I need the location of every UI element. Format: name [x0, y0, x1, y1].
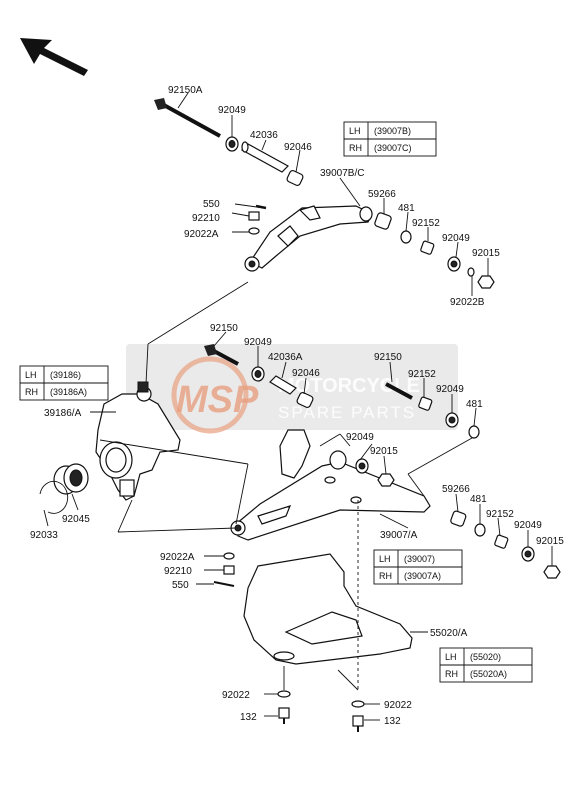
label-55020A: 55020/A: [430, 628, 468, 639]
label-92046: 92046: [284, 142, 312, 153]
label-92049: 92049: [442, 233, 470, 244]
label-59266: 59266: [442, 484, 470, 495]
label-92022A: 92022A: [160, 552, 195, 563]
table-upper-arm: LH (39007B) RH (39007C): [343, 121, 437, 157]
lower-arm-assembly: [204, 344, 561, 587]
table-part: (55020A): [470, 669, 507, 679]
watermark-line2: SPARE PARTS: [278, 403, 416, 422]
label-42036: 42036: [250, 130, 278, 141]
watermark-logo: MSP: [176, 379, 259, 421]
table-side: LH: [445, 652, 457, 662]
label-92015: 92015: [370, 446, 398, 457]
steering-knuckle: [39, 381, 181, 514]
label-92049: 92049: [514, 520, 542, 531]
table-knuckle: LH (39186) RH (39186A): [19, 365, 109, 401]
label-481: 481: [470, 494, 487, 505]
table-side: RH: [25, 387, 38, 397]
label-92022B: 92022B: [450, 297, 485, 308]
table-side: RH: [445, 669, 458, 679]
label-92049: 92049: [244, 337, 272, 348]
label-92152: 92152: [412, 218, 440, 229]
table-lower-arm: LH (39007) RH (39007A): [373, 549, 463, 585]
table-guard: LH (55020) RH (55020A): [439, 647, 533, 683]
label-92150: 92150: [210, 323, 238, 334]
front-arrow-icon: [20, 38, 88, 76]
label-92049: 92049: [218, 105, 246, 116]
label-550: 550: [172, 580, 189, 591]
table-part: (39007A): [404, 571, 441, 581]
label-92049: 92049: [346, 432, 374, 443]
label-550: 550: [203, 199, 220, 210]
label-39186A: 39186/A: [44, 408, 82, 419]
label-92045: 92045: [62, 514, 90, 525]
lower-leader-lines: [43, 331, 553, 585]
label-92033: 92033: [30, 530, 58, 541]
table-part: (39186A): [50, 387, 87, 397]
upper-arm-assembly: [154, 98, 495, 289]
label-92152: 92152: [408, 369, 436, 380]
label-92022: 92022: [222, 690, 250, 701]
table-part: (55020): [470, 652, 501, 662]
label-39007BC: 39007B/C: [320, 168, 364, 179]
label-92049: 92049: [436, 384, 464, 395]
label-39007A: 39007/A: [380, 530, 418, 541]
upper-leader-lines: [145, 92, 489, 385]
table-side: RH: [379, 571, 392, 581]
label-92150: 92150: [374, 352, 402, 363]
table-part: (39007B): [374, 126, 411, 136]
label-92152: 92152: [486, 509, 514, 520]
watermark-line1: MOTORCYCLE: [278, 375, 420, 397]
label-92150A: 92150A: [168, 85, 203, 96]
table-side: LH: [379, 554, 391, 564]
label-132: 132: [240, 712, 257, 723]
label-92046: 92046: [292, 368, 320, 379]
label-92022A: 92022A: [184, 229, 219, 240]
table-side: LH: [349, 126, 361, 136]
label-59266: 59266: [368, 189, 396, 200]
label-92210: 92210: [192, 213, 220, 224]
label-92210: 92210: [164, 566, 192, 577]
label-92015: 92015: [472, 248, 500, 259]
label-481: 481: [466, 399, 483, 410]
table-part: (39186): [50, 370, 81, 380]
label-92015: 92015: [536, 536, 564, 547]
skid-guard: [243, 500, 428, 732]
label-42036A: 42036A: [268, 352, 303, 363]
label-481: 481: [398, 203, 415, 214]
table-part: (39007C): [374, 143, 412, 153]
table-part: (39007): [404, 554, 435, 564]
label-132: 132: [384, 716, 401, 727]
table-side: LH: [25, 370, 37, 380]
table-side: RH: [349, 143, 362, 153]
part-labels: 92150A 92049 42036 92046 39007B/C 550 92…: [30, 85, 564, 727]
label-92022: 92022: [384, 700, 412, 711]
